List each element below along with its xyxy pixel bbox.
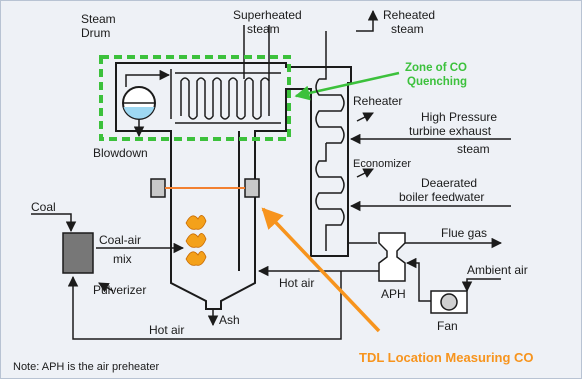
label-ash: Ash — [219, 313, 240, 327]
label-blowdown: Blowdown — [93, 146, 148, 160]
air-preheater — [378, 232, 406, 282]
coal-feed-arrow — [31, 213, 77, 233]
label-flue-gas: Flue gas — [441, 226, 487, 240]
label-hot-air-bottom: Hot air — [149, 323, 184, 337]
label-economizer: Economizer — [353, 158, 411, 170]
label-ambient-air: Ambient air — [467, 263, 528, 277]
label-tdl: TDL Location Measuring CO — [359, 350, 534, 365]
note-aph: Note: APH is the air preheater — [13, 361, 159, 373]
label-steam-drum-2: Drum — [81, 26, 110, 40]
fan — [430, 290, 468, 314]
label-hp-1: High Pressure — [421, 110, 497, 124]
zone-pointer-arrow — [294, 71, 400, 101]
superheater-coils — [180, 25, 270, 120]
label-pulverizer: Pulverizer — [93, 283, 146, 297]
reheater-coils — [315, 31, 345, 251]
label-coal: Coal — [31, 200, 56, 214]
burner-flames — [185, 215, 207, 266]
label-hp-2: turbine exhaust — [409, 124, 492, 138]
label-steam-drum-1: Steam — [81, 12, 116, 26]
label-superheated-1: Superheated — [233, 8, 302, 22]
co-quenching-zone — [99, 55, 291, 141]
label-coal-air-1: Coal-air — [99, 233, 141, 247]
label-aph: APH — [381, 287, 406, 301]
label-hot-air-mid: Hot air — [279, 276, 314, 290]
ambient-air-arrow — [461, 278, 501, 293]
label-hp-3: steam — [457, 142, 490, 156]
label-zone-2: Quenching — [407, 76, 467, 88]
label-reheated-1: Reheated — [383, 8, 435, 22]
label-superheated-2: steam — [247, 22, 280, 36]
label-deaerated-2: boiler feedwater — [399, 190, 484, 204]
label-coal-air-2: mix — [113, 252, 132, 266]
boiler-casing — [115, 62, 352, 310]
label-zone-1: Zone of CO — [405, 62, 467, 74]
reheated-steam-arrow — [356, 9, 379, 32]
steam-drum — [122, 69, 171, 138]
hot-air-to-pulverizer — [67, 271, 342, 340]
pulverizer — [62, 232, 94, 274]
tdl-pointer-arrow — [261, 207, 381, 333]
label-deaerated-1: Deaerated — [421, 176, 477, 190]
label-reheated-2: steam — [391, 22, 424, 36]
label-reheater: Reheater — [353, 94, 402, 108]
label-fan: Fan — [437, 319, 458, 333]
tdl-port — [150, 178, 260, 198]
